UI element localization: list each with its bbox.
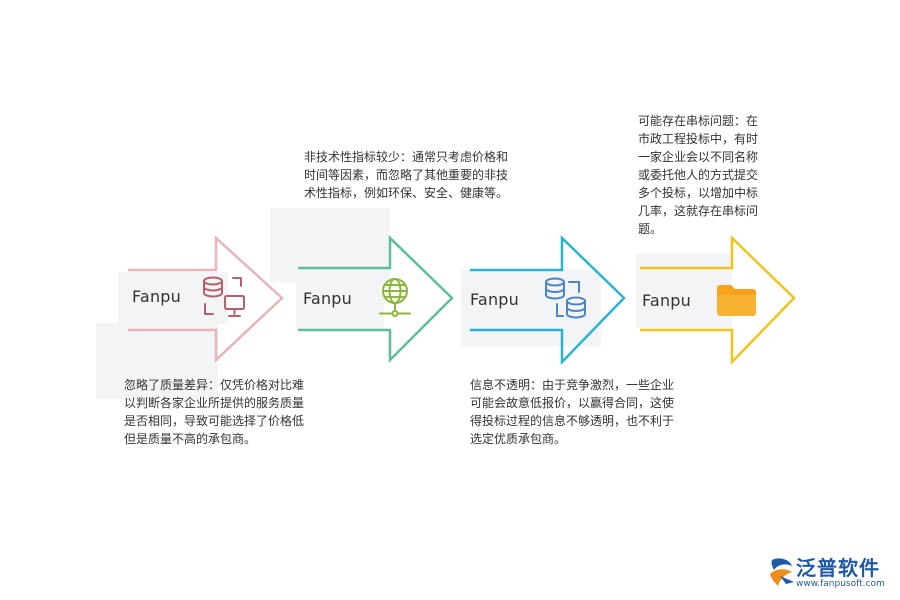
step-4-brand: Fanpu (642, 291, 691, 310)
arrow-4 (640, 235, 796, 366)
logo-name: 泛普软件 (796, 556, 880, 580)
step-4-note: 可能存在串标问题：在 市政工程投标中，有时 一家企业会以不同名称 或委托他人的方… (638, 114, 759, 236)
step-1-brand: Fanpu (132, 287, 181, 306)
database-monitor-icon (203, 276, 245, 317)
arrow-2 (298, 235, 454, 364)
step-3-note: 信息不透明：由于竞争激烈，一些企业 可能会故意低报价，以赢得合同，这使 得投标过… (470, 378, 675, 446)
databases-icon (545, 277, 586, 319)
globe-network-icon (379, 278, 411, 317)
decor-box (118, 272, 228, 324)
step-1-note: 忽略了质量差异：仅凭价格对比难 以判断各家企业所提供的服务质量 是否相同，导致可… (124, 378, 305, 446)
arrow-3 (470, 235, 626, 366)
decor-box (96, 323, 218, 399)
decor-box (636, 254, 732, 328)
step-2-note: 非技术性指标较少：通常只考虑价格和 时间等因素，而忽略了其他重要的非技 术性指标… (304, 150, 509, 200)
folder-icon (717, 285, 756, 316)
brand-logo: 泛普软件 www.fanpusoft.com (766, 552, 896, 596)
arrow-1 (128, 235, 284, 363)
logo-url: www.fanpusoft.com (796, 579, 885, 589)
decor-box (296, 272, 384, 330)
decor-box (270, 208, 390, 282)
step-2-brand: Fanpu (303, 289, 352, 308)
logo-mark-icon (770, 558, 794, 586)
step-3-brand: Fanpu (470, 290, 519, 309)
